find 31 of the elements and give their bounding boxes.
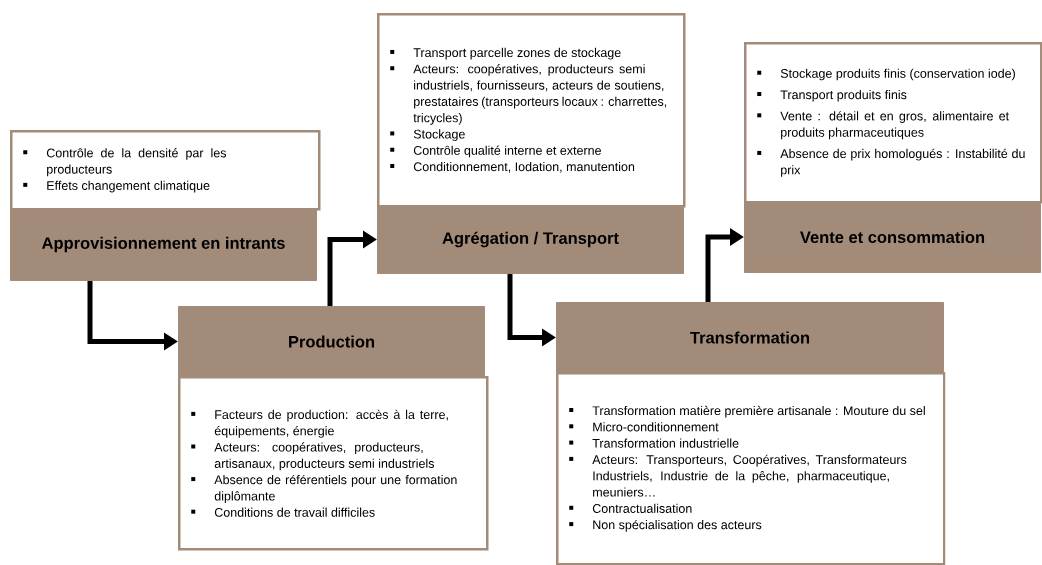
bullet-item: Absence de prix homologués : Instabilité du prix [757,148,1025,177]
bullet-list-box [178,376,489,551]
bullet-item: Conditions de travail difficiles [191,507,375,517]
bullet-item: Stockage [390,129,465,141]
stage-box: Vente et consommation [744,201,1041,273]
stage-box: Approvisionnement en intrants [10,208,317,281]
bullet-list-box [556,372,946,565]
bullet-list-box [10,130,321,211]
bullet-item: Micro-conditionnement [569,422,719,432]
bullet-list-box [377,13,686,208]
bullet-item: Transformation industrielle [569,438,739,448]
bullet-item: Acteurs: Transporteurs, Coopératives, Transformateurs Industriels, Industrie de la pêche, pharmaceutique, meuniers… [569,454,907,497]
bullet-item: Stockage produits finis (conservation iode) [757,68,1015,81]
bullet-item: Acteurs: coopératives, producteurs semi industriels, fournisseurs, acteurs de soutiens, prestataires (transporteurs locaux : charrettes, tricycles) [390,64,667,125]
bullet-item: Effets changement climatique [23,180,210,193]
bullet-item: Transport parcelle zones de stockage [390,47,621,60]
bullet-item: Conditionnement, Iodation, manutention [390,161,635,173]
bullet-item: Transformation matière première artisanale : Mouture du sel [569,405,925,418]
bullet-item: Non spécialisation des acteurs [569,519,762,532]
bullet-list-box [744,42,1042,204]
bullet-item: Contrôle qualité interne et externe [390,145,601,158]
bullet-item: Vente : détail et en gros, alimentaire et produits pharmaceutiques [757,111,1009,140]
bullet-item: Facteurs de production: accès à la terre, équipements, énergie [191,409,448,438]
stage-box: Production [178,306,485,377]
bullet-item: Contractualisation [569,503,692,513]
stage-box: Agrégation / Transport [377,205,684,274]
stage-box: Transformation [556,302,944,373]
bullet-item: Transport produits finis [757,89,907,102]
bullet-item: Absence de référentiels pour une formation diplômante [191,474,457,503]
bullet-item: Acteurs: coopératives, producteurs, artisanaux, producteurs semi industriels [191,442,434,471]
bullet-item: Contrôle de la densité par les producteurs [23,148,227,177]
